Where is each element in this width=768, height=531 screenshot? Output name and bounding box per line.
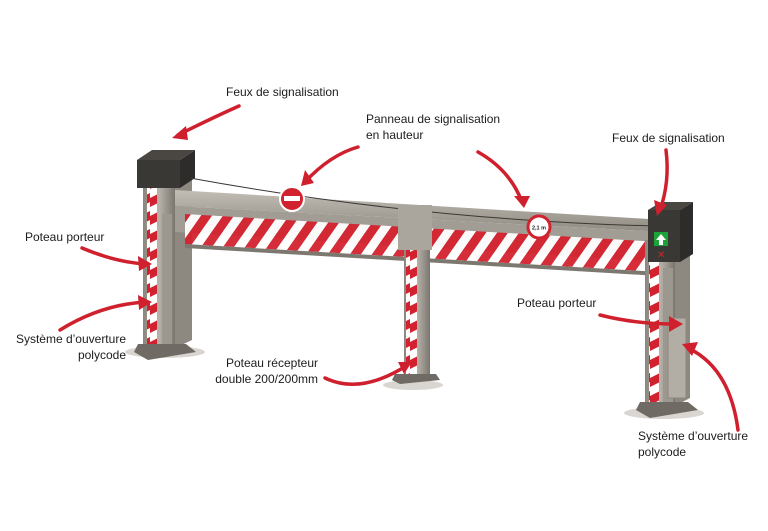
arrow-panneau-right	[476, 150, 524, 204]
right-carrier-post	[636, 232, 698, 418]
green-arrow-icon	[656, 234, 666, 245]
red-cross-icon: ✕	[657, 250, 665, 261]
label-systeme-left-line2: polycode	[77, 348, 126, 362]
label-feux-right-text: Feux de signalisation	[612, 131, 725, 145]
arrowhead-poteau-right	[669, 316, 683, 332]
label-poteau-porteur-left-text: Poteau porteur	[25, 230, 105, 244]
arrowhead-feux-left	[172, 126, 188, 140]
arrowhead-recepteur	[398, 362, 412, 374]
arrow-systeme-left	[58, 300, 147, 332]
arrow-recepteur	[323, 364, 408, 386]
middle-receiver-post	[392, 205, 440, 384]
arrowhead-feux-right	[654, 200, 667, 216]
label-systeme-left-line1: Système d’ouverture	[15, 332, 126, 346]
arrowhead-panneau-right	[514, 196, 530, 208]
label-systeme-right: Système d’ouverture polycode	[638, 428, 748, 460]
arrowhead-systeme-left	[138, 295, 152, 310]
label-systeme-left: Système d’ouverture polycode	[8, 331, 126, 363]
arrow-feux-right	[658, 148, 669, 212]
label-panneau-line1: Panneau de signalisation	[366, 112, 501, 126]
label-systeme-right-line2: polycode	[638, 445, 687, 459]
arrowhead-systeme-right	[682, 342, 698, 356]
label-feux-right: Feux de signalisation	[612, 130, 725, 146]
right-signal-light-housing: ✕	[648, 202, 693, 262]
arrow-panneau	[303, 145, 360, 184]
label-poteau-recepteur-line1: Poteau récepteur	[225, 356, 318, 370]
arrow-systeme-right	[686, 346, 740, 432]
label-poteau-porteur-right: Poteau porteur	[517, 295, 596, 311]
label-panneau-line2: en hauteur	[366, 128, 424, 142]
height-limit-text: 2,1 m	[532, 226, 546, 232]
arrowhead-poteau-left	[138, 256, 152, 271]
label-feux-left-text: Feux de signalisation	[226, 85, 339, 99]
label-poteau-recepteur: Poteau récepteur double 200/200mm	[200, 355, 318, 387]
label-systeme-right-line1: Système d’ouverture	[638, 429, 749, 443]
no-entry-sign	[279, 186, 305, 212]
left-signal-light-housing	[137, 150, 195, 188]
height-limit-sign: 2,1 m	[526, 214, 552, 240]
arrow-poteau-right	[598, 313, 677, 326]
label-poteau-porteur-right-text: Poteau porteur	[517, 296, 597, 310]
arrow-feux-left	[176, 104, 241, 137]
label-feux-left: Feux de signalisation	[226, 84, 339, 100]
label-poteau-recepteur-line2: double 200/200mm	[215, 372, 318, 386]
arrow-poteau-left	[80, 246, 147, 266]
label-poteau-porteur-left: Poteau porteur	[25, 229, 104, 245]
label-panneau: Panneau de signalisation en hauteur	[366, 111, 500, 143]
arrowhead-panneau	[301, 170, 314, 186]
